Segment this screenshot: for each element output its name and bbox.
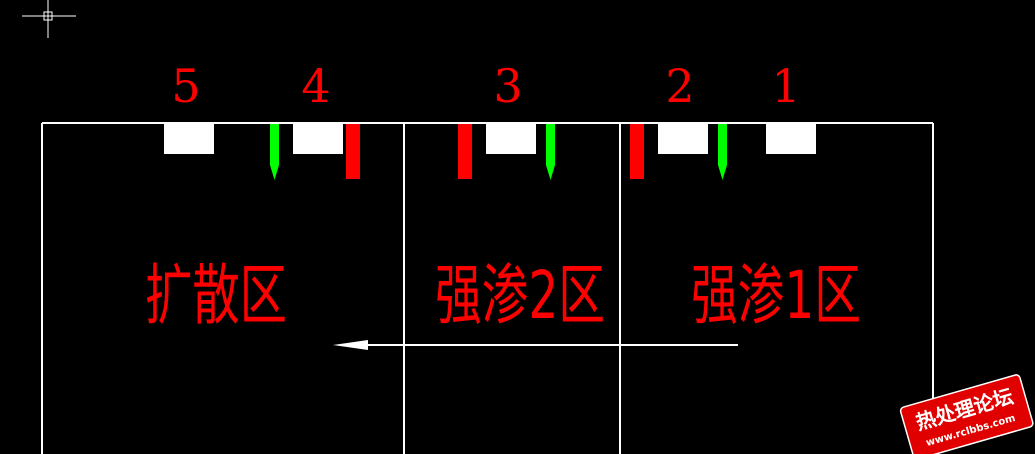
red-fixtures — [346, 124, 644, 179]
green-nozzle-icon — [546, 124, 555, 180]
green-nozzle-icon — [270, 124, 279, 180]
flow-arrow-left-icon — [333, 340, 738, 350]
position-number-4: 4 — [301, 59, 330, 113]
heater-block — [766, 124, 816, 154]
green-nozzle-icon — [718, 124, 727, 180]
heater-block — [164, 124, 214, 154]
red-bar — [630, 124, 644, 179]
position-labels: 5 4 3 2 1 — [171, 59, 800, 113]
watermark-badge — [899, 374, 1034, 454]
green-nozzles — [270, 124, 727, 180]
zone-label-boost-1: 强渗1区 — [691, 257, 861, 334]
crosshair-cursor-icon — [22, 0, 76, 38]
heater-block — [486, 124, 536, 154]
red-bar — [458, 124, 472, 179]
position-number-1: 1 — [771, 59, 800, 113]
heater-block — [658, 124, 708, 154]
zone-label-boost-2: 强渗2区 — [435, 257, 605, 334]
position-number-2: 2 — [665, 59, 694, 113]
zone-label-diffusion: 扩散区 — [145, 257, 287, 334]
watermark-stamp: 热处理论坛 www.rclbbs.com — [899, 374, 1034, 454]
position-number-5: 5 — [171, 59, 200, 113]
red-bar — [346, 124, 360, 179]
position-number-3: 3 — [493, 59, 522, 113]
heater-block — [293, 124, 343, 154]
zone-labels: 扩散区 强渗2区 强渗1区 — [145, 257, 861, 334]
heaters — [164, 124, 816, 154]
